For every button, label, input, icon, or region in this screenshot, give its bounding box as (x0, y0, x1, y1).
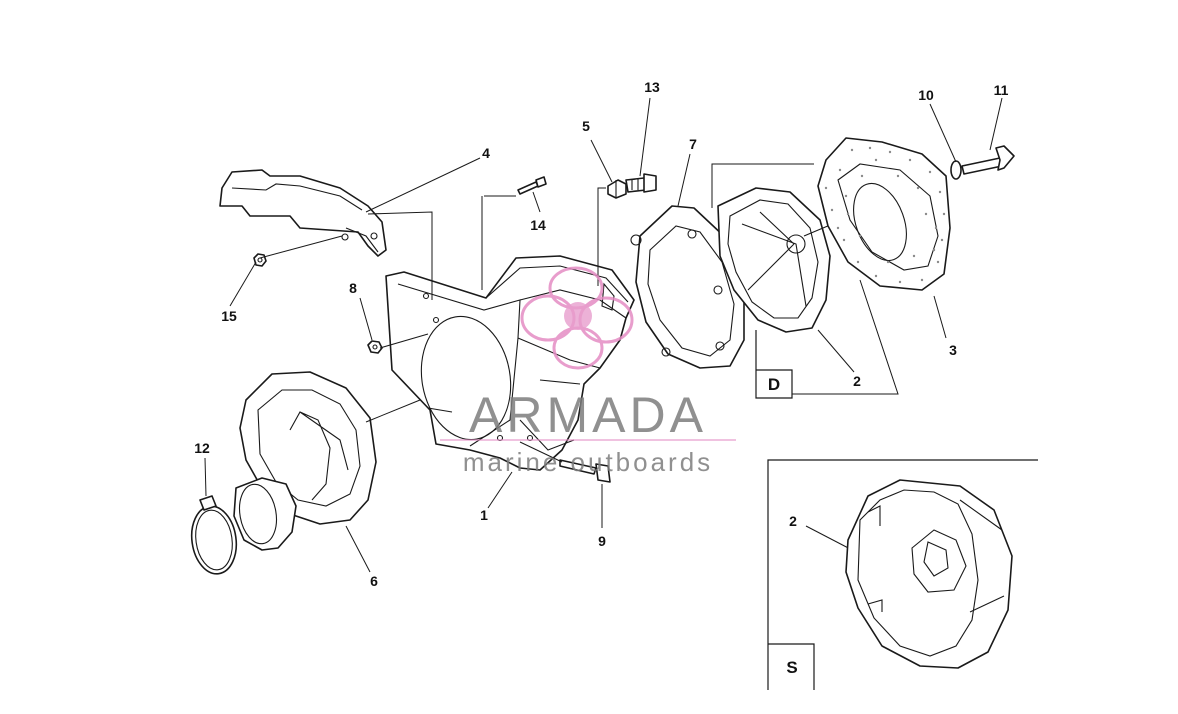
callout-14: 14 (530, 217, 546, 233)
callout-10: 10 (918, 87, 934, 103)
callout-3: 3 (949, 342, 957, 358)
callout-1: 1 (480, 507, 488, 523)
part-14-screw (517, 176, 547, 195)
part-11-wing-screw (961, 145, 1015, 175)
watermark-subtitle: marine outboards (463, 447, 713, 477)
part-8-nut (367, 340, 383, 354)
part-7-plate (630, 205, 745, 369)
variant-d-box (755, 330, 793, 399)
part-9-bolt (559, 459, 611, 483)
armada-logo (520, 266, 634, 370)
callout-5: 5 (582, 118, 590, 134)
part-3-foam-cover (817, 137, 951, 291)
callout-9: 9 (598, 533, 606, 549)
watermark-title: ARMADA (469, 387, 707, 443)
part-15-nut (253, 253, 267, 267)
part-12-hose-clamp (190, 495, 238, 575)
part-4-bracket (219, 169, 387, 257)
variant-s-label: S (786, 658, 797, 677)
callout-12: 12 (194, 440, 210, 456)
callout-2-d: 2 (853, 373, 861, 389)
callout-4: 4 (482, 145, 490, 161)
callout-6: 6 (370, 573, 378, 589)
callout-11: 11 (994, 82, 1009, 98)
foam-texture (824, 146, 946, 284)
callout-labels: 4 15 14 8 5 13 7 10 11 3 2 12 6 1 9 2 D … (194, 79, 1008, 677)
part-6-intake-funnel (233, 371, 377, 551)
callout-15: 15 (221, 308, 237, 324)
part-10-washer (950, 160, 962, 180)
variant-s-box (767, 459, 1038, 690)
callout-7: 7 (689, 136, 697, 152)
callout-2-s: 2 (789, 513, 797, 529)
part-2-filter-frame (717, 187, 843, 333)
callout-13: 13 (644, 79, 660, 95)
part-5-bolt (607, 179, 627, 199)
part-13-screw (625, 173, 657, 193)
part-2-s-variant-cover (845, 479, 1013, 669)
callout-8: 8 (349, 280, 357, 296)
leader-lines (204, 97, 1003, 573)
variant-d-label: D (768, 375, 780, 394)
